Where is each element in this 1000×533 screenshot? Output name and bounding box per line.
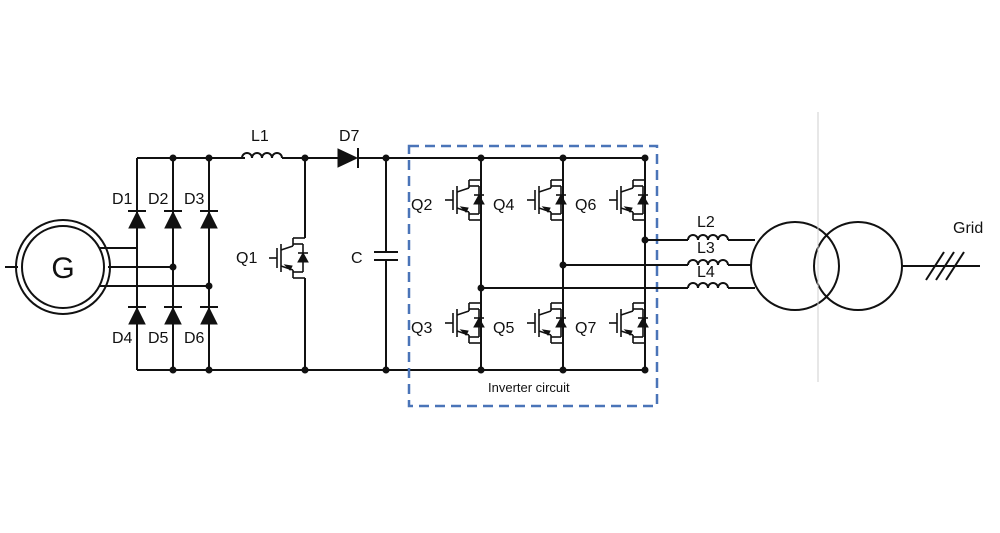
ac-filter: L2 L3 L4 [481,214,755,289]
label-d2: D2 [148,191,169,208]
label-q6: Q6 [575,197,596,214]
label-d7: D7 [339,128,360,145]
inductor-l4 [687,282,729,289]
diode-d7 [337,148,359,168]
label-d4: D4 [112,330,133,347]
generator: G [5,219,111,315]
label-l3: L3 [697,240,715,257]
label-l2: L2 [697,214,715,231]
grid-label: Grid [953,220,983,237]
diode-d6 [199,306,219,325]
switch-q2 [444,179,485,221]
boost-converter: L1 D7 Q1 C [236,128,645,374]
label-q1: Q1 [236,250,257,267]
switch-q7 [608,302,649,344]
label-q2: Q2 [411,197,432,214]
inductor-l1 [241,152,283,159]
generator-label: G [51,252,74,285]
diode-d4 [127,306,147,325]
generator-phase-leads [100,247,209,287]
label-d5: D5 [148,330,169,347]
label-d3: D3 [184,191,205,208]
label-q5: Q5 [493,320,514,337]
label-q4: Q4 [493,197,514,214]
switch-q5 [526,302,567,344]
label-d1: D1 [112,191,133,208]
label-l1: L1 [251,128,269,145]
label-l4: L4 [697,264,715,281]
switch-q3 [444,302,485,344]
diode-d5 [163,306,183,325]
switch-q4 [526,179,567,221]
switch-q6 [608,179,649,221]
diode-d2 [163,210,183,229]
inverter: Q2 Q4 Q6 Q3 Q5 Q7 Inverter circuit [407,144,659,408]
rectifier-bridge: D1 D2 D3 D4 D5 D6 [112,154,386,374]
inverter-label: Inverter circuit [488,380,570,395]
inverter-dashed-box [407,144,659,408]
transformer [750,112,903,382]
label-q7: Q7 [575,320,596,337]
diode-d3 [199,210,219,229]
switch-q1 [268,237,309,279]
capacitor-c [374,158,398,370]
label-c: C [351,250,363,267]
diode-d1 [127,210,147,229]
grid-connection: Grid [902,220,983,281]
label-d6: D6 [184,330,205,347]
label-q3: Q3 [411,320,432,337]
